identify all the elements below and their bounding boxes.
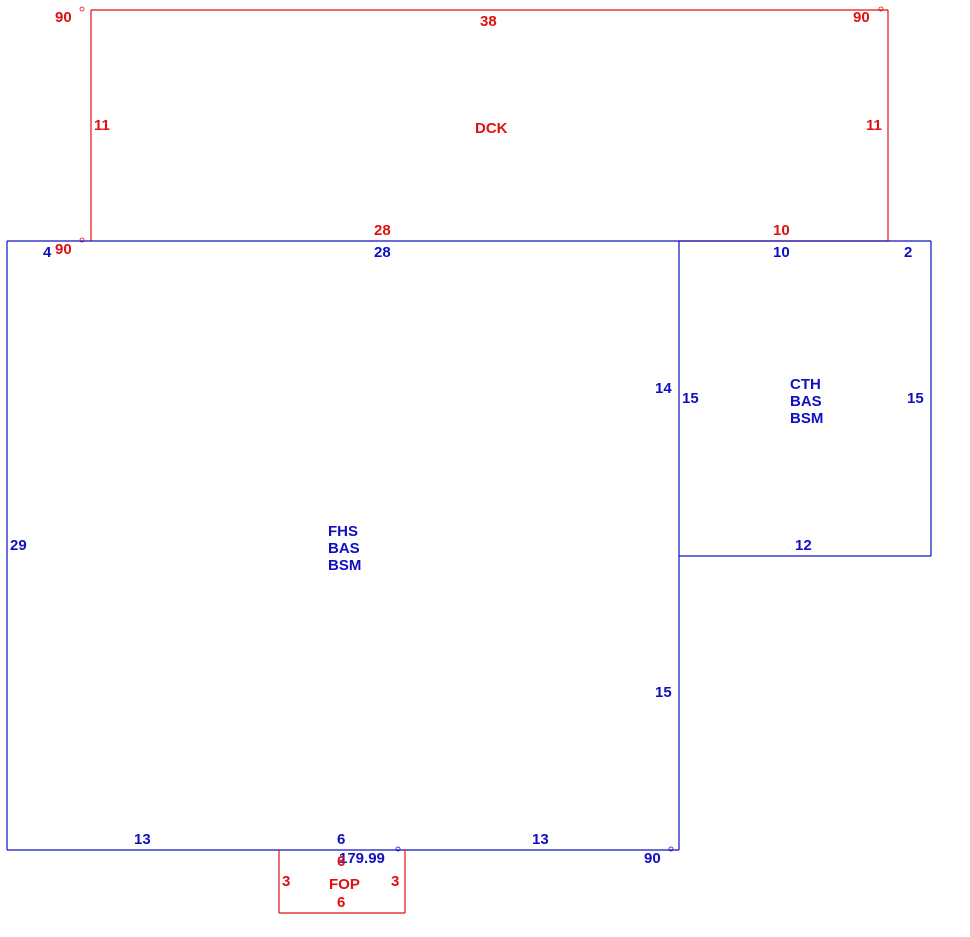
angle-marker bbox=[395, 846, 401, 852]
addition-area-code-3: BSM bbox=[790, 410, 823, 427]
addition-dim-bottom: 12 bbox=[795, 537, 812, 554]
addition-dim-top: 10 bbox=[773, 244, 790, 261]
deck-dim-right: 11 bbox=[866, 117, 882, 134]
main-house-outline bbox=[6, 240, 680, 851]
porch-dim-bottom: 6 bbox=[337, 894, 345, 911]
angle-marker bbox=[878, 6, 884, 12]
house-dim-right-upper: 14 bbox=[655, 380, 672, 397]
deck-labels: 90 38 90 11 11 DCK 28 10 90 bbox=[55, 9, 882, 258]
porch-area-code: FOP bbox=[329, 876, 360, 893]
deck-angle-markers bbox=[79, 6, 884, 243]
house-dim-top: 28 bbox=[374, 244, 391, 261]
deck-dim-bottom-right: 10 bbox=[773, 222, 790, 239]
house-dim-left: 29 bbox=[10, 537, 27, 554]
house-dim-bottom-left: 13 bbox=[134, 831, 151, 848]
house-dim-top-left-stub: 4 bbox=[43, 244, 52, 261]
house-dim-bottom-right: 13 bbox=[532, 831, 549, 848]
house-area-code-1: FHS bbox=[328, 523, 358, 540]
deck-dim-bottom-left: 28 bbox=[374, 222, 391, 239]
deck-angle-top-left: 90 bbox=[55, 9, 72, 26]
addition-dim-right: 15 bbox=[907, 390, 924, 407]
house-angle-markers bbox=[395, 846, 674, 852]
addition-labels: 10 2 15 15 CTH BAS BSM 12 bbox=[682, 244, 924, 554]
house-area-code-3: BSM bbox=[328, 557, 361, 574]
addition-area-code-2: BAS bbox=[790, 393, 822, 410]
deck-angle-top-right: 90 bbox=[853, 9, 870, 26]
deck-angle-bottom-left: 90 bbox=[55, 241, 72, 258]
porch-outline bbox=[278, 850, 406, 914]
house-dim-right-lower: 15 bbox=[655, 684, 672, 701]
house-angle-bottom-right: 90 bbox=[644, 850, 661, 867]
house-dim-bottom-mid: 6 bbox=[337, 831, 345, 848]
angle-marker bbox=[79, 6, 85, 12]
porch-dim-left: 3 bbox=[282, 873, 290, 890]
angle-marker bbox=[79, 237, 85, 243]
porch-labels: 6 3 3 FOP 6 bbox=[282, 853, 399, 911]
deck-dim-top: 38 bbox=[480, 13, 497, 30]
addition-dim-top-right-stub: 2 bbox=[904, 244, 912, 261]
house-angle-porch: 179.99 bbox=[339, 850, 385, 867]
deck-dim-left: 11 bbox=[94, 117, 110, 134]
addition-area-code-1: CTH bbox=[790, 376, 821, 393]
addition-dim-left: 15 bbox=[682, 390, 699, 407]
porch-dim-top: 6 bbox=[337, 853, 345, 870]
addition-outline bbox=[679, 240, 932, 557]
house-labels: 4 28 29 14 15 FHS BAS BSM 13 6 13 90 179… bbox=[10, 244, 672, 867]
porch-dim-right: 3 bbox=[391, 873, 399, 890]
deck-area-code: DCK bbox=[475, 120, 508, 137]
angle-marker bbox=[668, 846, 674, 852]
house-area-code-2: BAS bbox=[328, 540, 360, 557]
